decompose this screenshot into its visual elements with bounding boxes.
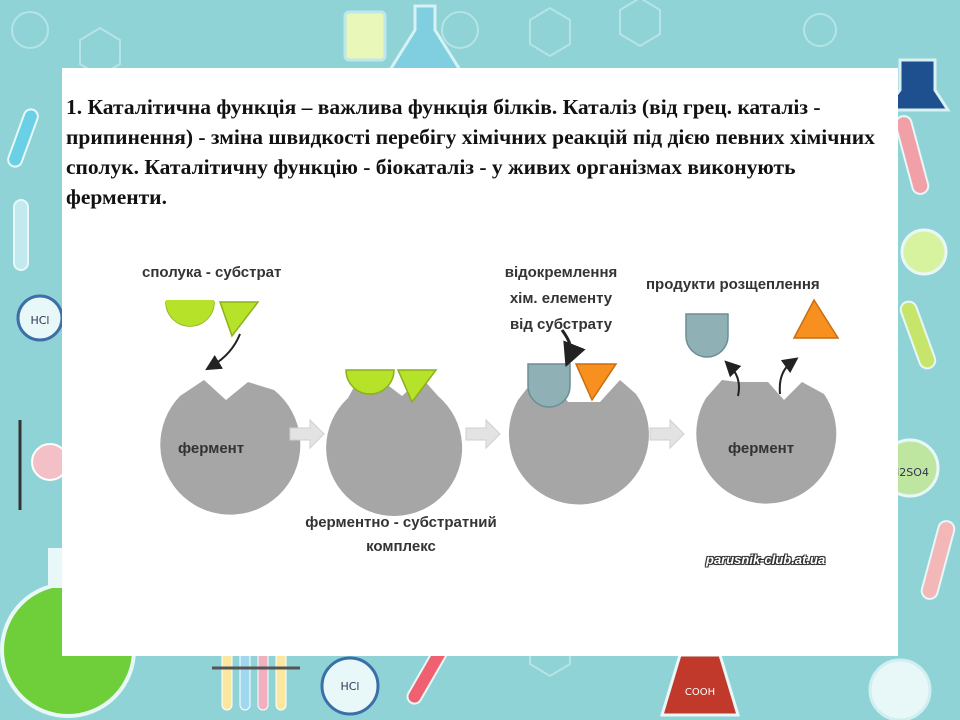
round-flask-icon <box>900 228 948 276</box>
content-panel <box>62 68 898 656</box>
test-tube-icon <box>894 115 930 195</box>
enzyme-diagram <box>160 298 840 516</box>
test-tube-icon <box>899 300 937 370</box>
atom-icon <box>441 11 479 49</box>
release-arrow <box>724 360 742 397</box>
test-tube-icon <box>13 199 29 271</box>
flask-icon <box>659 653 741 717</box>
h2so4-label: H2SO4 <box>891 466 929 479</box>
enzyme-shape <box>326 376 463 516</box>
beaker-icon <box>343 10 387 62</box>
round-flask-icon <box>868 658 932 720</box>
round-flask-icon <box>320 656 380 716</box>
product-round <box>685 313 729 358</box>
hcl-label: HCl <box>340 680 359 693</box>
enzyme-label: фермент <box>728 440 795 457</box>
complex-label-line2: комплекс <box>366 538 436 555</box>
substrate-triangle <box>218 301 260 338</box>
test-tube-rack-icon <box>212 649 300 711</box>
product-round <box>527 363 571 408</box>
separation-arrow <box>560 329 586 368</box>
flask-icon <box>882 58 951 112</box>
separation-label-line1: відокремлення <box>504 264 618 281</box>
binding-arrow <box>205 333 241 371</box>
hcl-label: HCl <box>30 314 49 327</box>
enzyme-shape <box>696 380 837 504</box>
enzyme-shape <box>508 376 649 505</box>
products-label: продукти розщеплення <box>646 276 820 293</box>
enzyme-shape <box>160 380 301 515</box>
process-arrow <box>465 418 501 450</box>
complex-label-line1: ферментно - субстратний <box>305 514 497 531</box>
substrate-semicircle <box>345 369 395 395</box>
substrate-triangle <box>396 369 438 404</box>
separation-label-line2: хім. елементу <box>509 290 613 307</box>
product-triangle <box>792 298 840 339</box>
substrate-semicircle <box>166 302 214 326</box>
separation-label-line3: від субстрату <box>509 316 613 333</box>
atom-icon <box>11 11 49 49</box>
product-triangle <box>574 363 618 402</box>
hexagon-molecule-icon <box>529 6 571 58</box>
test-tube-icon <box>920 520 956 600</box>
enzyme-label: фермент <box>178 440 245 457</box>
substrate-label: сполука - субстрат <box>142 264 282 281</box>
slide-heading: 1. Каталітична функція – важлива функція… <box>66 95 875 209</box>
release-arrow <box>778 357 799 395</box>
process-arrow <box>649 418 685 450</box>
hexagon-molecule-icon <box>619 0 661 48</box>
process-arrow <box>289 418 325 450</box>
test-tube-icon <box>7 108 39 168</box>
cooh-label: COOH <box>685 687 715 698</box>
hexagon-molecule-icon <box>79 26 121 78</box>
watermark: parusnik-club.at.ua <box>706 552 826 567</box>
atom-icon <box>803 13 837 47</box>
